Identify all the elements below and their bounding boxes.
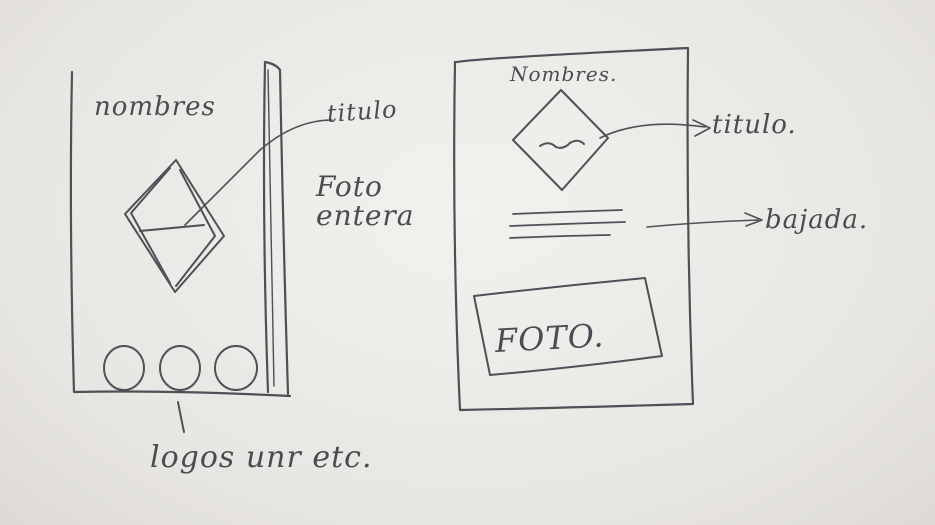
right-phone-sketch: [453, 46, 763, 412]
logo-circle-2: [159, 345, 201, 391]
right-header-label: Nombres.: [510, 62, 618, 86]
left-header-label: nombres: [94, 92, 216, 122]
left-logo-circles: [103, 345, 258, 391]
photo-box: [473, 277, 663, 376]
subtitle-text-lines: [509, 209, 626, 239]
title-pointer-line: [184, 119, 333, 226]
left-phone-inner-edge: [267, 69, 275, 387]
logos-pointer-line: [177, 401, 185, 433]
title-arrow: [599, 119, 711, 139]
right-title-note: titulo.: [712, 110, 797, 140]
photo-label: FOTO.: [494, 316, 606, 360]
left-diamond-image-icon: [124, 159, 225, 293]
logo-circle-1: [103, 345, 145, 391]
left-photo-note: Foto entera: [316, 170, 415, 233]
subtitle-arrow: [646, 212, 763, 228]
left-title-note: titulo: [326, 95, 399, 128]
right-diamond-image-icon: [512, 89, 609, 191]
left-phone-sketch: [69, 60, 333, 433]
logos-note: logos unr etc.: [150, 440, 373, 475]
right-phone-outline: [453, 46, 695, 412]
logo-circle-3: [214, 345, 258, 391]
right-subtitle-note: bajada.: [765, 205, 869, 235]
left-phone-outline: [69, 60, 292, 398]
